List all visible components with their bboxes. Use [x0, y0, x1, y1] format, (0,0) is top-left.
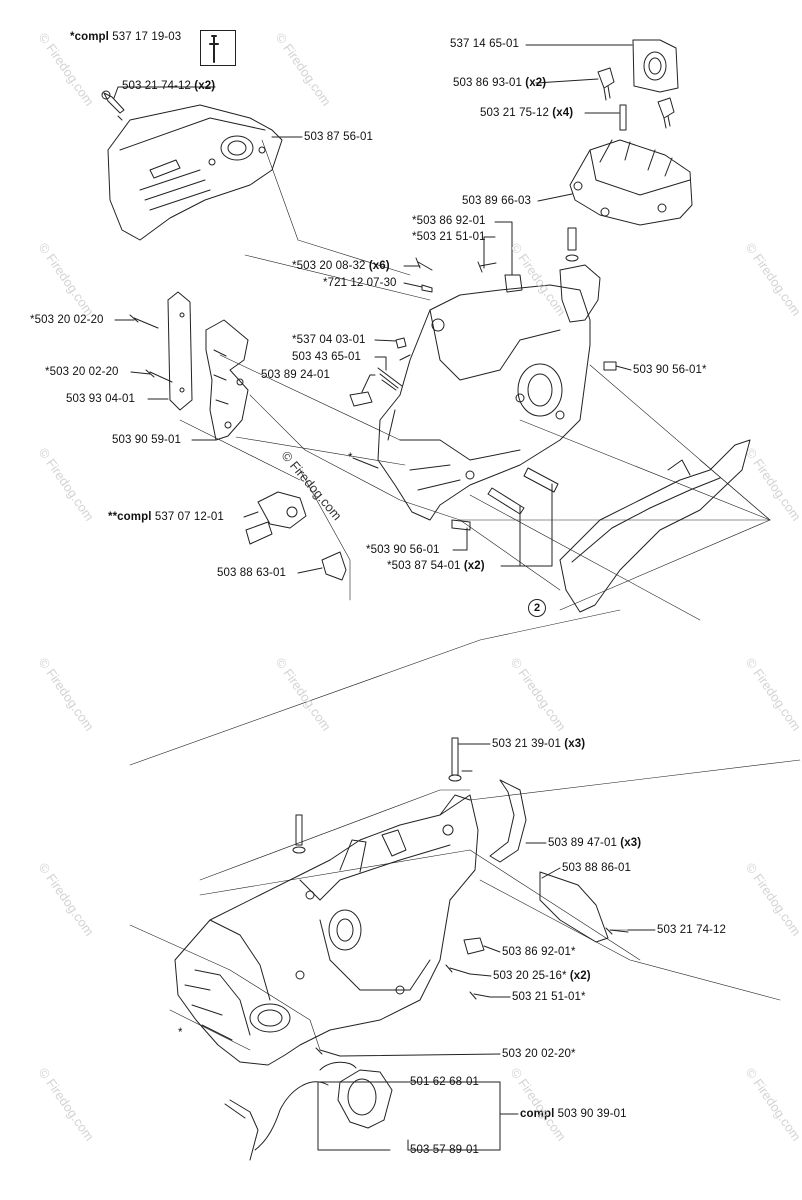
reference-circle-2: 2 [528, 599, 546, 617]
filter-cover-part [632, 39, 679, 93]
crankcase-upper-part [377, 284, 591, 521]
label-503-21-74-12-x2: 503 21 74-12 (x2) [122, 80, 216, 92]
asterisk-mark-a: * [348, 452, 353, 464]
label-503-20-25-16-x2: 503 20 25-16* (x2) [493, 970, 591, 982]
label-537-14-65-01: 537 14 65-01 [450, 38, 519, 50]
decomp-valve-part [559, 264, 601, 323]
label-503-88-63-01: 503 88 63-01 [217, 567, 286, 579]
knob-503-86-93-01 [597, 67, 675, 129]
cylinder-cover-part [569, 139, 693, 226]
label-501-62-68-01: 501 62 68-01 [410, 1076, 479, 1088]
label-503-20-02-20-b: *503 20 02-20 [45, 366, 119, 378]
clutch-cover-part [107, 104, 283, 241]
label-503-88-86-01: 503 88 86-01 [562, 862, 631, 874]
label-503-43-65-01: 503 43 65-01 [292, 351, 361, 363]
label-537-04-03-01: *537 04 03-01 [292, 334, 366, 346]
label-compl-537-07-12-01: **compl 537 07 12-01 [108, 511, 224, 523]
label-503-87-56-01: 503 87 56-01 [304, 131, 373, 143]
buffer-part [245, 491, 307, 545]
label-503-89-66-03: 503 89 66-03 [462, 195, 531, 207]
label-503-89-24-01: 503 89 24-01 [261, 369, 330, 381]
label-503-87-54-01-x2: *503 87 54-01 (x2) [387, 560, 485, 572]
label-503-21-51-01-low: 503 21 51-01* [512, 991, 586, 1003]
chain-catcher-part [205, 319, 249, 441]
gasket-part [559, 439, 751, 613]
label-503-21-75-12-x4: 503 21 75-12 (x4) [480, 107, 574, 119]
label-503-20-02-20-a: *503 20 02-20 [30, 314, 104, 326]
label-compl-503-90-39-01: compl 503 90 39-01 [520, 1108, 627, 1120]
label-503-89-47-01-x3: 503 89 47-01 (x3) [548, 837, 642, 849]
label-503-86-93-01-x2: 503 86 93-01 (x2) [453, 77, 547, 89]
label-503-86-92-01-low: 503 86 92-01* [502, 946, 576, 958]
label-503-21-51-01-star: *503 21 51-01 [412, 231, 486, 243]
label-503-90-56-01-mid: *503 90 56-01 [366, 544, 440, 556]
label-503-20-08-32-x6: *503 20 08-32 (x6) [292, 260, 390, 272]
label-503-90-59-01: 503 90 59-01 [112, 434, 181, 446]
label-503-21-74-12: 503 21 74-12 [657, 924, 726, 936]
label-503-21-39-01-x3: 503 21 39-01 (x3) [492, 738, 586, 750]
tool-box-frame [200, 30, 236, 66]
crankcase-lower-part [174, 794, 479, 1066]
label-503-57-89-01: 503 57 89-01 [410, 1144, 479, 1156]
screw-503-21-74-12 [101, 90, 125, 114]
label-503-93-04-01: 503 93 04-01 [66, 393, 135, 405]
label-503-20-02-20-low: 503 20 02-20* [502, 1048, 576, 1060]
label-503-86-92-01-star: *503 86 92-01 [412, 215, 486, 227]
guide-plate-part [167, 291, 193, 411]
label-compl-537-17-19-03: *compl 537 17 19-03 [70, 31, 182, 43]
oil-cap-part [224, 1061, 393, 1161]
asterisk-mark-b: * [178, 1027, 183, 1039]
label-503-90-56-01-right: 503 90 56-01* [633, 364, 707, 376]
label-721-12-07-30: *721 12 07-30 [323, 277, 397, 289]
